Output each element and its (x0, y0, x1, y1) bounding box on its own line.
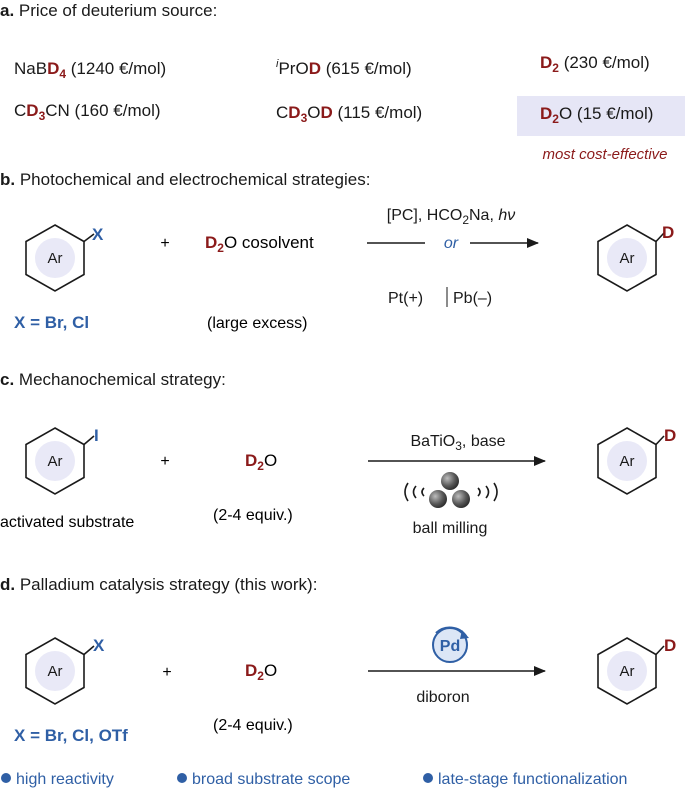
reagent-note-d: (2-4 equiv.) (213, 717, 293, 734)
deuterated-product-ring-c: Ar D (597, 426, 676, 495)
conditions-electrochemical-cathode: Pb(–) (453, 290, 492, 307)
pd-catalyst-icon: Pd (432, 626, 469, 663)
bullet-broad-scope: broad substrate scope (192, 771, 350, 788)
price-list: NaBD4 (1240 €/mol) iPrOD (615 €/mol) D2 (2… (14, 53, 653, 126)
feature-bullets: high reactivity broad substrate scope la… (1, 771, 627, 788)
product-d-label-c: D (664, 426, 676, 445)
section-b-heading: b. Photochemical and electrochemical str… (0, 170, 370, 189)
ring-label: Ar (620, 453, 635, 470)
aryl-iodide-ring-c: Ar I (25, 426, 99, 495)
price-cd3od: CD3OD (115 €/mol) (276, 103, 422, 125)
substituent-x-d: X (93, 636, 105, 655)
cost-effective-highlight (517, 96, 685, 136)
reagent-note-c: (2-4 equiv.) (213, 507, 293, 524)
section-a-heading: a. Price of deuterium source: (0, 1, 217, 20)
product-d-label-d: D (664, 636, 676, 655)
diboron-label: diboron (416, 689, 469, 706)
aryl-halide-ring-b: Ar X (25, 224, 104, 292)
substituent-i-c: I (94, 426, 99, 445)
ring-label: Ar (620, 250, 635, 267)
bullet-dot (1, 773, 11, 783)
ring-label: Ar (48, 663, 63, 680)
conditions-or: or (444, 235, 459, 252)
plus-sign-b: + (160, 235, 169, 252)
most-cost-effective-note: most cost-effective (542, 146, 667, 163)
price-nabd4: NaBD4 (1240 €/mol) (14, 59, 166, 81)
price-iprod: iPrOD (615 €/mol) (276, 58, 412, 78)
substituent-x-b: X (92, 225, 104, 244)
x-definition-b: X = Br, Cl (14, 313, 89, 332)
conditions-photochemical: [PC], HCO2Na, hν (387, 207, 516, 227)
deuterated-product-ring-d: Ar D (597, 636, 676, 705)
pd-label: Pd (440, 638, 460, 655)
activated-substrate-note: activated substrate (0, 514, 134, 531)
bullet-dot (177, 773, 187, 783)
reagent-d2o-c: D2O (245, 451, 277, 473)
ring-label: Ar (620, 663, 635, 680)
aryl-halide-ring-d: Ar X (25, 636, 105, 705)
section-d-heading: d. Palladium catalysis strategy (this wo… (0, 575, 317, 594)
price-cd3cn: CD3CN (160 €/mol) (14, 101, 161, 123)
bullet-late-stage: late-stage functionalization (438, 771, 627, 788)
reagent-note-b: (large excess) (207, 315, 307, 332)
bullet-dot (423, 773, 433, 783)
ball-mill-icon (404, 472, 498, 508)
ball-milling-label: ball milling (413, 520, 488, 537)
conditions-batio3-base: BaTiO3, base (410, 433, 505, 453)
x-definition-d: X = Br, Cl, OTf (14, 726, 128, 745)
product-d-label-b: D (662, 223, 674, 242)
conditions-electrochemical-anode: Pt(+) (388, 290, 423, 307)
ring-label: Ar (48, 250, 63, 267)
plus-sign-c: + (160, 453, 169, 470)
plus-sign-d: + (162, 664, 171, 681)
deuterated-product-ring-b: Ar D (597, 223, 674, 292)
price-d2: D2 (230 €/mol) (540, 53, 650, 75)
ring-label: Ar (48, 453, 63, 470)
reagent-d2o-d: D2O (245, 661, 277, 683)
reagent-d2o-cosolvent: D2O cosolvent (205, 233, 314, 255)
price-d2o: D2O (15 €/mol) (540, 104, 653, 126)
section-c-heading: c. Mechanochemical strategy: (0, 370, 226, 389)
bullet-high-reactivity: high reactivity (16, 771, 114, 788)
